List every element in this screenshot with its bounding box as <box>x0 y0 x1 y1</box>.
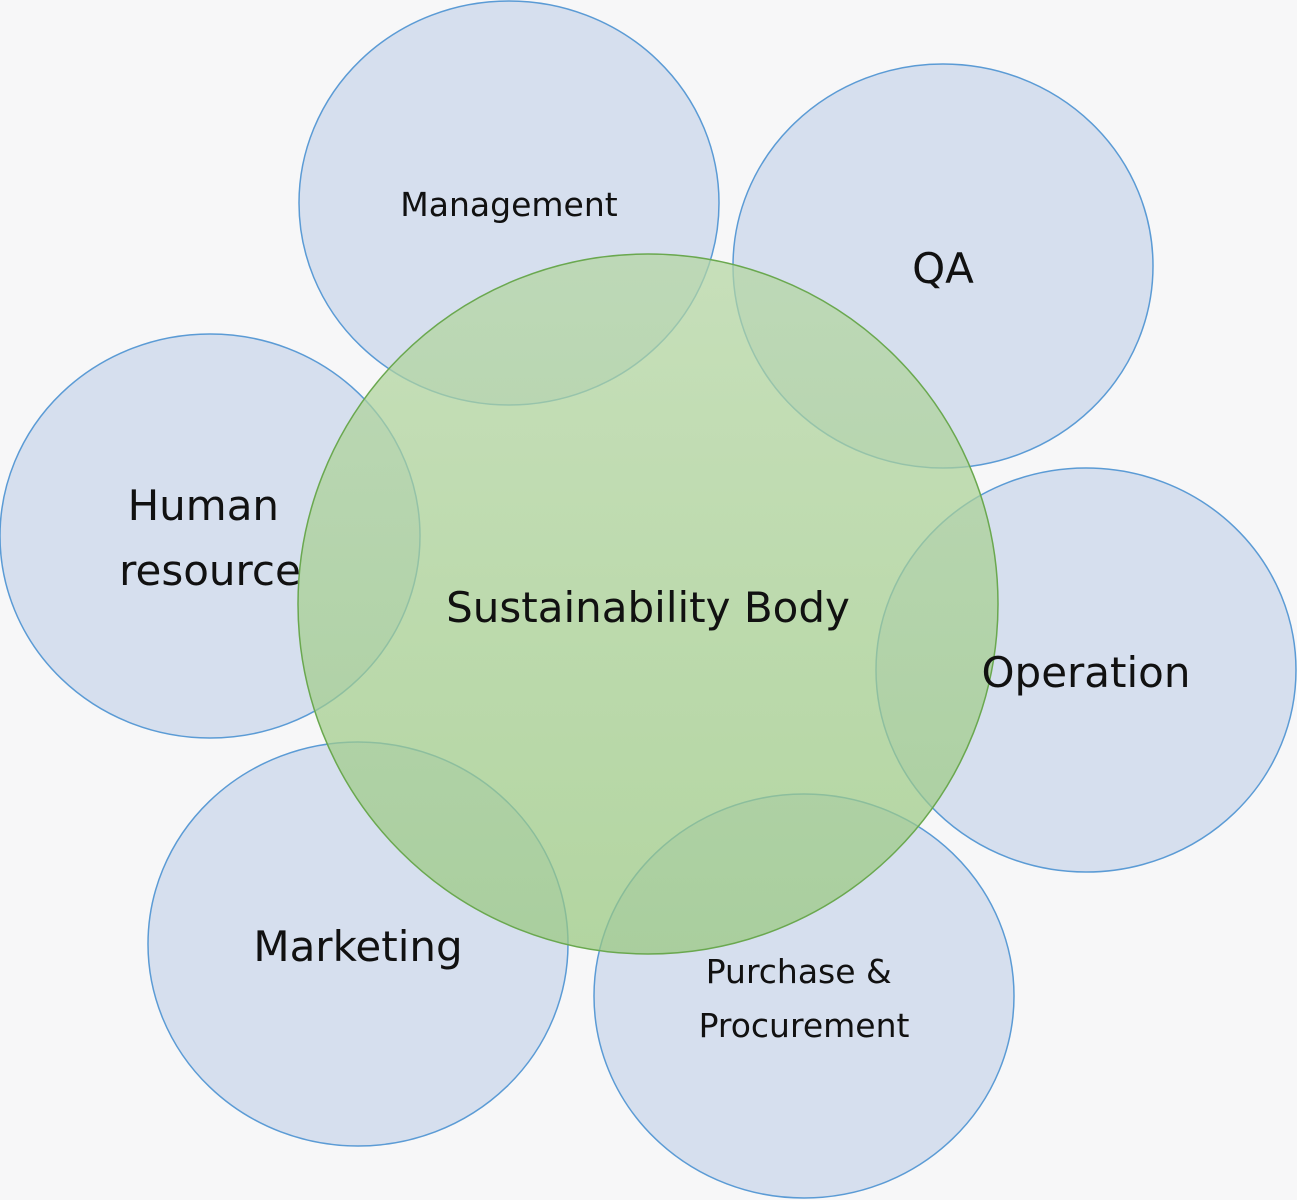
qa-label: QA <box>912 244 974 293</box>
operation-label: Operation <box>981 648 1190 697</box>
marketing-label-line-1: Marketing <box>253 922 462 971</box>
management-label: Management <box>400 185 617 224</box>
center-circle <box>297 253 999 955</box>
human-resource-label: Human resource <box>119 481 301 595</box>
management-label-line-1: Management <box>400 185 617 224</box>
operation-label-line-1: Operation <box>981 648 1190 697</box>
purchase-procurement-label: Purchase & Procurement <box>699 952 910 1045</box>
center-label: Sustainability Body <box>446 583 850 632</box>
purchase-procurement-label-line-1: Purchase & <box>706 952 892 991</box>
human-resource-label-line-1: Human <box>128 481 279 530</box>
marketing-label: Marketing <box>253 922 462 971</box>
human-resource-label-line-2: resource <box>119 546 301 595</box>
qa-label-line-1: QA <box>912 244 974 293</box>
purchase-procurement-label-line-2: Procurement <box>699 1006 910 1045</box>
